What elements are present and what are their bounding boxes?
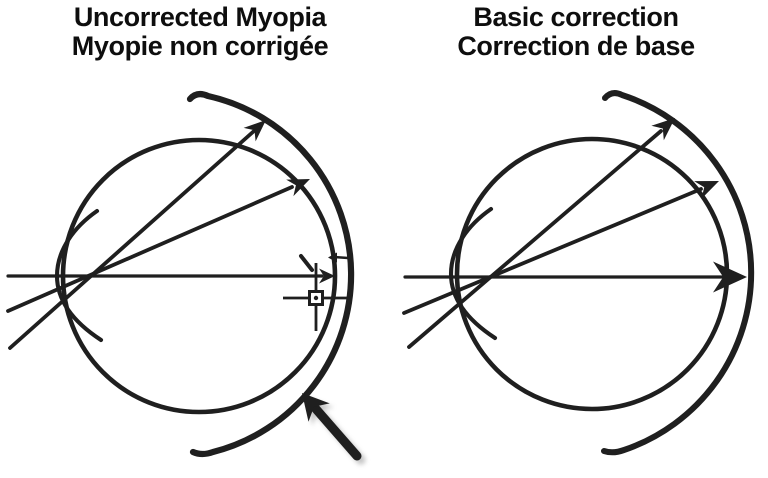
panel-basic-correction-drawing [402,90,755,456]
oblique-ray-steep [407,129,663,349]
cornea-lens-bulge [448,206,498,341]
focal-point-marker [283,252,351,331]
focal-point-marker-diagonal-tick [299,254,314,272]
retina-highlight-arrow-head [302,393,330,422]
shell-tick-arrowhead [328,252,337,263]
oblique-ray-shallow-arrowhead [286,179,310,197]
panel-title-basic-correction-en: Basic correction [473,2,679,32]
oblique-ray-steep-arrowhead [243,120,266,142]
panel-title-basic-correction: Basic correction Correction de base [384,3,768,61]
oblique-ray-shallow [6,185,294,313]
oblique-ray-shallow [402,187,703,315]
panel-uncorrected-drawing [6,90,366,465]
retina-highlight-arrow [302,393,362,461]
central-ray-arrowhead [713,261,747,293]
retina-highlight-arrow-shaft [311,404,362,461]
image-shell-arc [186,90,355,458]
panel-title-basic-correction-fr: Correction de base [457,31,695,61]
panel-title-uncorrected: Uncorrected Myopia Myopie non corrigée [8,3,392,61]
image-shell-arc [601,90,755,456]
oblique-ray-shallow-arrowhead [694,181,719,199]
panel-title-uncorrected-fr: Myopie non corrigée [71,31,329,61]
focal-point-marker-dot [313,295,319,301]
central-ray-arrowhead [319,268,335,284]
oblique-ray-steep-arrowhead [651,118,675,141]
panel-title-uncorrected-en: Uncorrected Myopia [73,2,327,32]
oblique-ray-steep [8,129,256,350]
